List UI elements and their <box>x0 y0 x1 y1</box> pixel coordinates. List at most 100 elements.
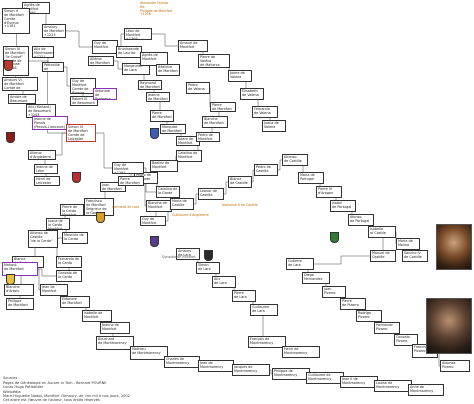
person-box: Brunissende de Lauriac <box>116 46 142 58</box>
person-box: Pétronille de Montfort <box>42 62 64 72</box>
person-box: Élisabeth de Valena <box>240 88 264 100</box>
person-box: Manuel de Castille <box>370 250 396 262</box>
person-box: Pedro de Valena <box>186 82 210 94</box>
annotation-note: Gerhardt de Lara <box>112 205 140 209</box>
person-box: Aléonore de Bretagne <box>93 88 117 100</box>
person-box: Beatriz de Montfort <box>150 160 178 172</box>
person-box: Eléonore de Montfort <box>60 296 90 308</box>
connector-line <box>270 369 272 375</box>
person-box: Jean de Montfort <box>40 284 68 296</box>
montfort-lion-crest-icon <box>4 60 13 71</box>
connector-line <box>64 66 70 87</box>
person-box: Guy de Montfort <box>92 40 118 54</box>
person-box: Leonor de Castille <box>198 188 224 200</box>
annotation-note: Guillaume d'Angleterre <box>172 213 209 217</box>
person-box: Blanche de Montfort <box>202 116 228 128</box>
person-box: Pierre IV d'Aragon <box>316 186 342 198</box>
person-box: Isabella of Castile <box>368 226 396 238</box>
person-box: Isabel de Portugal <box>330 200 356 212</box>
person-box: Margeurite de Lara <box>122 63 150 75</box>
person-box: Pierre de Montfort <box>150 110 174 122</box>
portrait-top-right <box>436 224 472 270</box>
sources-footer: Sources : Pages de Généalogie en Aurore … <box>3 372 303 403</box>
person-box: François de Montmorency <box>248 336 286 348</box>
person-box: Pedro de Castille <box>254 164 278 176</box>
person-box: Alfonso de Castille "de la Cerda" <box>28 230 58 248</box>
person-box: Léon de Montfort +1309 <box>124 28 152 40</box>
bretagne-crest-icon <box>150 128 159 139</box>
person-box: Pierre de Montfort <box>210 102 236 112</box>
person-box: Rodrigo Pizarro <box>356 310 382 322</box>
connector-line <box>96 132 112 169</box>
person-box: Sancho IV de Castille <box>402 250 428 262</box>
annotation-note: Alphonse X de Castille <box>222 203 258 207</box>
person-box: Jean II de Montmorency <box>340 376 378 388</box>
person-box: Aldonza Pizarro <box>440 360 470 372</box>
person-box: Simon V de Montfort Comte d'Évreux +1181 <box>2 8 30 34</box>
annotation-note: Alexandre Dumas fils Philippe de Montfor… <box>140 1 173 17</box>
valena-crest-icon <box>204 250 213 261</box>
connector-line <box>278 159 282 171</box>
connector-line <box>152 33 178 47</box>
connector-line <box>29 60 66 134</box>
person-box: Pierre de Lara <box>232 290 256 302</box>
person-box: Mahaut de Montfort <box>2 262 38 276</box>
person-box: Gonzalo de la Cerda <box>56 270 82 282</box>
person-box: Simon de Lara <box>196 262 220 274</box>
portugal-crest-icon <box>330 232 339 243</box>
person-box: Guy de Montfort Comte de Bigorre <box>70 78 96 94</box>
person-box: Guillaume de Lara <box>250 304 278 316</box>
person-box: Gutierre de Lara <box>286 258 314 270</box>
person-box: Francisco de Montfort Seigneur de la Gar… <box>84 198 114 216</box>
person-box: Pierre de Pizarro <box>340 298 366 310</box>
person-box: Blanca de Castille <box>228 176 252 188</box>
person-box: Jeanne de Montfort <box>146 92 170 102</box>
aragon-crest-icon <box>96 212 105 223</box>
person-box: Amaury VI de Montfort Comte de Toulouse <box>2 77 38 91</box>
person-box: Mauricio de la Cerda <box>62 232 88 244</box>
person-box: Béatrice de Montfort <box>156 64 180 76</box>
person-box: Guy de Montfort +1291 <box>112 162 144 174</box>
person-box: Simon VI de Montfort Comte de Leicester … <box>66 124 96 142</box>
person-box: Hernando Pizarro <box>374 322 400 334</box>
person-box: Henri de Montmorency <box>282 346 320 358</box>
person-box: Guillaume de Montmorency <box>306 372 344 384</box>
person-box: Juan de Montfort <box>100 182 126 192</box>
person-box: Aliénor de Montfort <box>88 56 114 66</box>
montmorency-crest-icon <box>6 274 15 285</box>
person-box: Anne de Montmorency <box>408 384 444 396</box>
person-box: Blanche d'Artois <box>4 284 34 296</box>
person-box: Amaury de Lara <box>176 248 200 260</box>
sources-line-3: Lucas Hugo Petitdidier <box>3 385 44 390</box>
person-box: Afonso de Portugal <box>348 214 374 226</box>
person-box: Amicie de Beaumont <box>8 94 36 104</box>
connector-line <box>66 30 92 48</box>
person-box: Alix de Montmorency +1221 <box>32 46 54 58</box>
person-box: Guy de Montfort <box>140 216 166 226</box>
person-box: Maria de Castille <box>170 198 194 210</box>
person-box: Maria de Molina <box>396 238 420 250</box>
person-box: Jeanne de Plessis (Plessis-Liancourt) <box>32 116 68 130</box>
annotation-note: Dynastie de Montfort <box>162 255 196 259</box>
person-box: Fernando de Valena <box>252 106 278 118</box>
person-box: Pierre de la Cerda Montfort <box>60 204 84 216</box>
person-box: Louise de Montmorency <box>374 380 412 392</box>
person-box: Bouchard de Montmorency <box>96 336 134 350</box>
person-box: Jean de Montmorency <box>198 360 234 372</box>
person-box: Jeanne de Léon <box>34 164 58 174</box>
person-box: Diego Hernandez <box>302 272 330 284</box>
sources-line-1: Sources : <box>3 376 20 381</box>
person-box: Amauri de Montfort <box>178 40 208 52</box>
connector-line <box>224 181 228 195</box>
person-box: Philippe de Montfort <box>6 298 34 310</box>
person-box: Marquise de Montfort <box>160 124 186 134</box>
person-box: Raymond de Montfort <box>138 80 162 90</box>
person-box: Maria de Portugal <box>298 172 324 184</box>
lara-crest-icon <box>150 236 159 247</box>
person-box: Charles de Montmorency <box>164 356 200 368</box>
person-box: Pierre de Montfort <box>118 176 144 186</box>
person-box: Amaury de Montfort +1213 <box>42 24 66 38</box>
person-box: Pedro de Montfort <box>196 132 220 142</box>
person-box: Isabelle de Montfort <box>82 310 112 322</box>
